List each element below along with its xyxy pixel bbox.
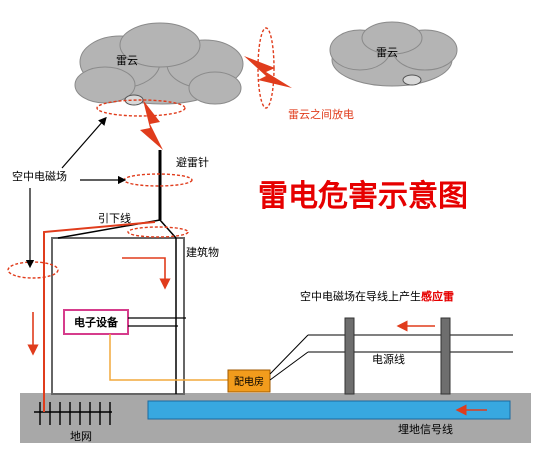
distribution-room-label: 配电房	[234, 375, 264, 388]
down-conductor-red	[43, 221, 156, 412]
induced-lightning-highlight: 感应雷	[421, 289, 454, 303]
lightning-bolt-inter-cloud	[244, 56, 292, 88]
lightning-rod-label: 避雷针	[176, 155, 209, 169]
power-line	[269, 317, 513, 395]
equipment-feed	[109, 334, 228, 381]
ground-grid-label: 地网	[70, 430, 92, 443]
lightning-bolt-strike	[140, 100, 163, 150]
power-line-label: 电源线	[372, 352, 405, 366]
ground-grid	[34, 402, 112, 425]
buried-signal-line-label: 埋地信号线	[398, 422, 453, 436]
cloud-right-spot	[402, 74, 422, 86]
diagram-title: 雷电危害示意图	[258, 179, 468, 214]
distribution-room	[227, 369, 271, 393]
equipment-wires	[128, 317, 186, 327]
red-induction-arrow	[122, 257, 171, 290]
cloud-left-label: 雷云	[116, 54, 138, 67]
air-em-field-label: 空中电磁场	[12, 169, 67, 183]
inter-cloud-discharge-label: 雷云之间放电	[288, 107, 354, 121]
building-label: 建筑物	[186, 245, 219, 259]
cloud-right-label: 雷云	[376, 46, 398, 59]
electronic-equipment-label: 电子设备	[74, 315, 119, 329]
induced-lightning-text: 空中电磁场在导线上产生感应雷	[300, 289, 454, 303]
electronic-equipment	[63, 309, 129, 335]
cloud-right	[329, 21, 458, 87]
buried-signal-line	[147, 400, 511, 420]
cloud-left	[74, 22, 244, 105]
pointer-em-cloud	[61, 116, 107, 169]
down-conductor-label: 引下线	[98, 211, 131, 225]
